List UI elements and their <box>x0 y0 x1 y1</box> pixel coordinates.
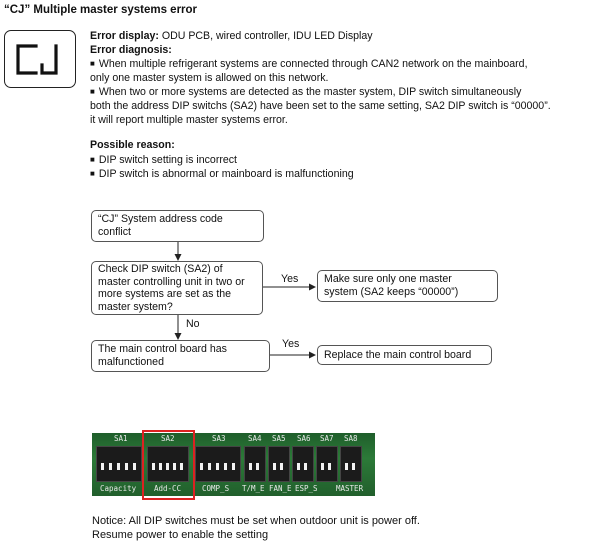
dip-key <box>352 463 355 470</box>
dip-key <box>109 463 112 470</box>
flowchart-connectors <box>174 242 316 359</box>
diagnosis-line: When multiple refrigerant systems are co… <box>90 57 551 72</box>
dip-key <box>304 463 307 470</box>
pcb-bottom-label: Capacity <box>100 484 137 493</box>
dip-key <box>101 463 104 470</box>
flow-start-line: “CJ” System address code <box>98 213 223 225</box>
notice-section: Notice: All DIP switches must be set whe… <box>92 514 420 542</box>
pcb-dip-switch-photo: SA1 SA2 SA3 SA4 SA5 SA6 SA7 SA8 Capacity… <box>92 433 375 496</box>
pcb-switch-label: SA2 <box>161 434 175 443</box>
flow-check-box: Check DIP switch (SA2) of master control… <box>91 261 263 315</box>
page-title: “CJ” Multiple master systems error <box>4 4 198 16</box>
flow-check-line: master controlling unit in two or <box>98 275 245 288</box>
diagnosis-line: only one master system is allowed on thi… <box>90 71 329 84</box>
dip-key <box>133 463 136 470</box>
possible-reason-section: Possible reason: DIP switch setting is i… <box>90 139 354 182</box>
possible-reason-label: Possible reason: <box>90 139 175 151</box>
reason-item: DIP switch is abnormal or mainboard is m… <box>90 167 354 182</box>
flow-action-line: Make sure only one master <box>324 273 452 285</box>
flow-yes-label: Yes <box>281 273 299 285</box>
dip-key <box>200 463 203 470</box>
diagnosis-line: When two or more systems are detected as… <box>90 85 551 100</box>
dip-key <box>159 463 162 470</box>
pcb-bottom-label: FAN_E <box>269 484 292 493</box>
pcb-bottom-label: Add-CC <box>154 484 182 493</box>
flow-action-yes-box: Make sure only one master system (SA2 ke… <box>317 270 498 302</box>
pcb-switch-label: SA7 <box>320 434 334 443</box>
dip-key <box>152 463 155 470</box>
error-display-label: Error display: <box>90 30 159 42</box>
dip-key <box>256 463 259 470</box>
dip-key <box>345 463 348 470</box>
dip-key <box>208 463 211 470</box>
dip-switch-block <box>244 446 266 482</box>
pcb-switch-label: SA8 <box>344 434 358 443</box>
diagnosis-line: both the address DIP switchs (SA2) have … <box>90 99 551 112</box>
pcb-switch-label: SA3 <box>212 434 226 443</box>
dip-key <box>321 463 324 470</box>
dip-key <box>249 463 252 470</box>
dip-key <box>117 463 120 470</box>
pcb-bottom-label: ESP_S <box>295 484 318 493</box>
dip-switch-block <box>292 446 314 482</box>
dip-key <box>173 463 176 470</box>
flow-board-box: The main control board has malfunctioned <box>91 340 270 372</box>
cj-display-icon <box>16 44 58 75</box>
diagnosis-line: it will report multiple master systems e… <box>90 113 288 126</box>
dip-switch-block <box>340 446 362 482</box>
dip-key <box>328 463 331 470</box>
error-diagnosis-label: Error diagnosis: <box>90 43 172 56</box>
pcb-bottom-label: COMP_S <box>202 484 230 493</box>
flow-start-line: conflict <box>98 226 131 238</box>
dip-key <box>224 463 227 470</box>
flow-start-box: “CJ” System address code conflict <box>91 210 264 242</box>
sa2-highlight-box <box>142 430 195 500</box>
dip-key <box>280 463 283 470</box>
pcb-switch-label: SA6 <box>297 434 311 443</box>
pcb-switch-label: SA4 <box>248 434 262 443</box>
pcb-switch-label: SA1 <box>114 434 128 443</box>
notice-line: Notice: All DIP switches must be set whe… <box>92 515 420 527</box>
dip-key <box>166 463 169 470</box>
flow-check-line: more systems are set as the <box>98 288 232 300</box>
dip-switch-block <box>268 446 290 482</box>
dip-key <box>297 463 300 470</box>
dip-key <box>232 463 235 470</box>
pcb-switch-label: SA5 <box>272 434 286 443</box>
dip-switch-block <box>316 446 338 482</box>
notice-line: Resume power to enable the setting <box>92 529 269 541</box>
flow-board-line: malfunctioned <box>98 356 164 368</box>
flow-check-line: master system? <box>98 300 173 313</box>
flow-action-line: system (SA2 keeps “00000”) <box>324 286 459 298</box>
dip-key <box>216 463 219 470</box>
flow-board-line: The main control board has <box>98 343 227 355</box>
dip-key <box>180 463 183 470</box>
error-display-line: Error display: ODU PCB, wired controller… <box>90 30 373 44</box>
error-code-display: CJ <box>4 30 76 88</box>
pcb-bottom-label: T/M_E <box>242 484 265 493</box>
flow-replace-box: Replace the main control board <box>317 345 492 365</box>
error-display-value: ODU PCB, wired controller, IDU LED Displ… <box>158 30 373 42</box>
pcb-bottom-label: MASTER <box>336 484 364 493</box>
reason-item: DIP switch setting is incorrect <box>90 153 354 168</box>
error-diagnosis-section: Error diagnosis: When multiple refrigera… <box>90 44 551 128</box>
flow-no-label: No <box>186 318 200 330</box>
flow-yes-label-2: Yes <box>282 338 300 350</box>
flow-check-line: Check DIP switch (SA2) of <box>98 263 223 275</box>
flow-replace-text: Replace the main control board <box>324 349 472 361</box>
dip-key <box>125 463 128 470</box>
dip-key <box>273 463 276 470</box>
